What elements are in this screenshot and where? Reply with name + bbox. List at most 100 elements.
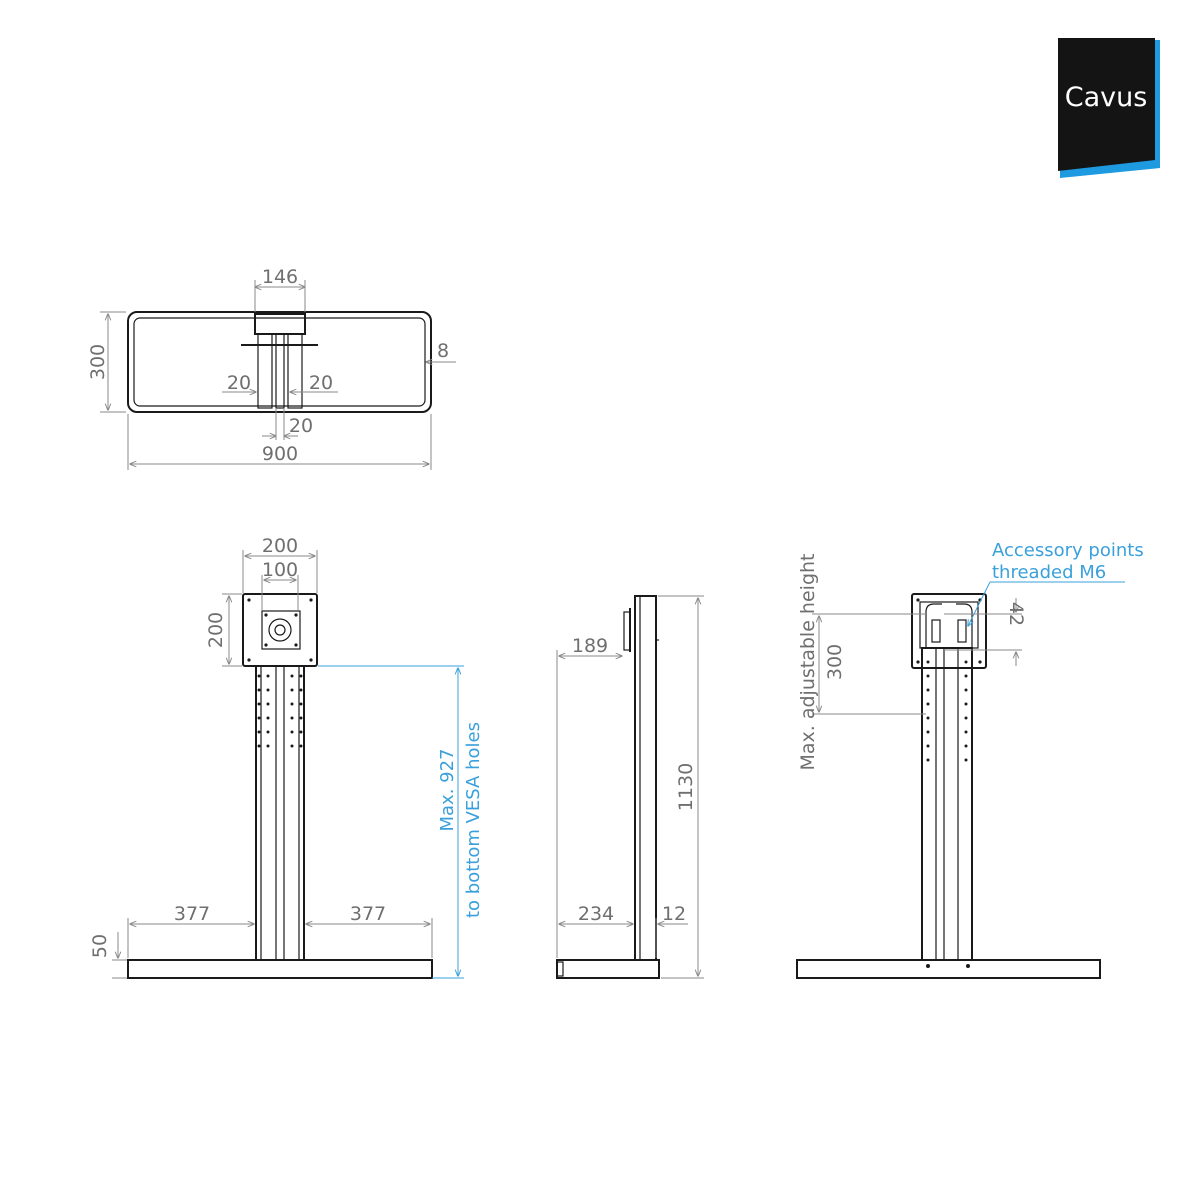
dim-label-max-height-1: Max. 927 (437, 748, 458, 831)
column-hole (257, 674, 261, 678)
rear-clamp-right (957, 619, 967, 643)
vesa-hole (309, 658, 313, 662)
column-head (254, 313, 306, 335)
column-hole (266, 716, 270, 720)
vesa-inner-square (261, 610, 301, 650)
front-view: 200 100 200 377 377 50 Max. 927 to botto… (89, 535, 484, 979)
rear-view: Accessory points threaded M6 42 300 Max.… (796, 540, 1144, 979)
rear-bracket-arm-right (956, 603, 973, 648)
rear-bracket-arm-left (925, 603, 942, 648)
dim-label-side-height: 1130 (675, 763, 697, 811)
column-center (275, 333, 285, 409)
dim-label-gap-right: 20 (309, 372, 333, 394)
side-view: 189 234 12 1130 (556, 595, 704, 979)
dim-label-vesa-width: 200 (262, 535, 298, 557)
base-bolt (926, 964, 930, 968)
column-hole (266, 688, 270, 692)
column-hole (299, 730, 303, 734)
column-hole (926, 758, 930, 762)
base-end (556, 961, 564, 977)
dim-label-column-width: 146 (262, 266, 298, 288)
base-bolt (966, 964, 970, 968)
column-hole (964, 730, 968, 734)
vesa-hole (294, 643, 298, 647)
column-holes (257, 674, 303, 748)
column-hole (926, 660, 930, 664)
column-hole (290, 716, 294, 720)
column-hole (926, 716, 930, 720)
dim-label-depth: 300 (87, 344, 109, 380)
accessory-label-2: threaded M6 (992, 562, 1106, 583)
dim-label-total-width: 900 (262, 443, 298, 465)
column-left (257, 333, 273, 409)
column-hole (257, 730, 261, 734)
column-hole (964, 660, 968, 664)
column-side (634, 595, 657, 961)
vesa-plate (242, 593, 318, 667)
dim-label-accessory-spacing: 42 (1005, 602, 1027, 626)
accessory-label-1: Accessory points (992, 540, 1144, 561)
base-frame-outer (127, 311, 432, 413)
dim-label-max-height-2: to bottom VESA holes (463, 722, 484, 918)
column-hole (299, 744, 303, 748)
dim-label-vesa-inner: 100 (262, 559, 298, 581)
bracket-arm (623, 611, 631, 651)
column-hole (926, 744, 930, 748)
column-hole (964, 744, 968, 748)
column-hole (257, 702, 261, 706)
dim-label-foot-left: 377 (174, 903, 210, 925)
vesa-hole (264, 643, 268, 647)
dim-label-gap-center: 20 (289, 415, 313, 437)
base-frame-inner (133, 317, 426, 407)
dim-label-post: 12 (662, 903, 686, 925)
dim-label-gap-left: 20 (227, 372, 251, 394)
rear-bracket-plate (911, 593, 987, 669)
dim-label-tube: 8 (437, 340, 449, 362)
vesa-hub-inner (274, 624, 286, 636)
rear-bracket-inner (919, 601, 979, 649)
top-view: 146 300 8 20 20 20 900 (87, 266, 456, 470)
column-hole (299, 716, 303, 720)
column-front (255, 665, 305, 961)
vesa-hole (247, 658, 251, 662)
column-hole (926, 688, 930, 692)
column-hole (290, 744, 294, 748)
column-hole (299, 702, 303, 706)
base-rear (796, 959, 1101, 979)
column-hole (257, 716, 261, 720)
logo-text: Cavus (1065, 82, 1148, 113)
column-hole (290, 730, 294, 734)
dim-label-adjust-title: Max. adjustable height (797, 553, 819, 770)
column-hole (926, 702, 930, 706)
column-hole (290, 702, 294, 706)
dim-label-vesa-height: 200 (205, 612, 227, 648)
column-hole (257, 688, 261, 692)
logo-badge (1058, 38, 1155, 171)
vesa-hub (268, 618, 292, 642)
vesa-hole (264, 613, 268, 617)
rear-hole (916, 660, 920, 664)
rear-hole (916, 598, 920, 602)
base-front (127, 959, 433, 979)
column-hole (964, 758, 968, 762)
vesa-hole (309, 598, 313, 602)
column-hole (266, 702, 270, 706)
column-hole (964, 702, 968, 706)
column-hole (290, 688, 294, 692)
callout-leader (968, 581, 991, 626)
column-rear (921, 647, 973, 961)
column-hole (290, 674, 294, 678)
column-hole (926, 730, 930, 734)
dim-label-base-height: 50 (89, 934, 111, 958)
dim-label-side-depth: 234 (578, 903, 614, 925)
column-hole (266, 730, 270, 734)
column-hole (964, 716, 968, 720)
dim-label-adjust-range: 300 (824, 644, 846, 680)
vesa-hole (247, 598, 251, 602)
column-hole (299, 674, 303, 678)
column-hole (266, 744, 270, 748)
column-hole (299, 688, 303, 692)
column-hole (964, 688, 968, 692)
vesa-hole (294, 613, 298, 617)
